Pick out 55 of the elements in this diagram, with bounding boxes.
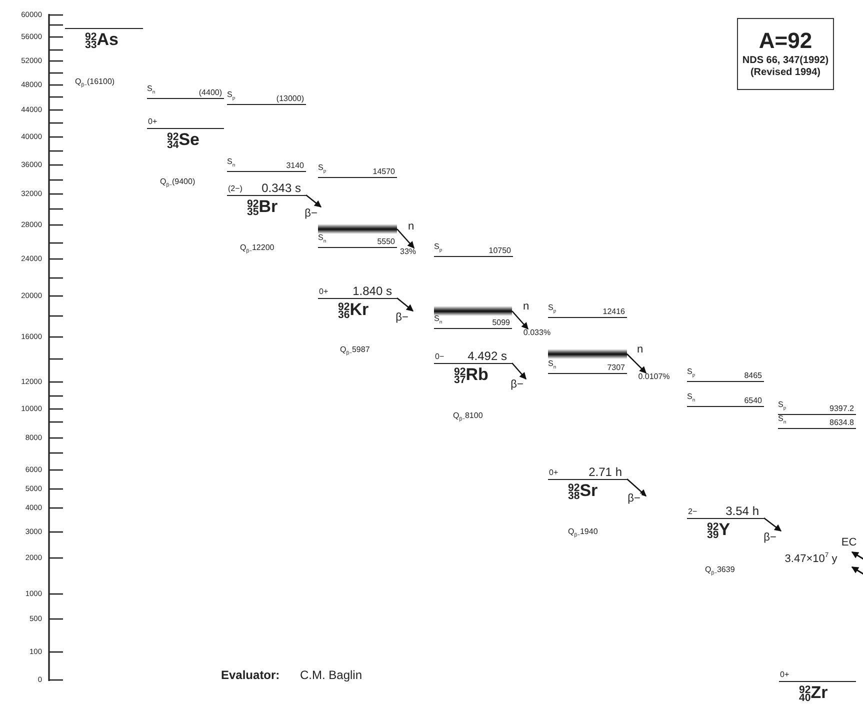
half-life-label: 4.492 s (468, 350, 507, 362)
separation-energy-value: (4400) (198, 89, 222, 97)
decay-arrow (764, 517, 782, 532)
half-life-label: 0.343 s (262, 182, 301, 194)
neutron-emission-band (434, 306, 512, 316)
spin-parity-label: 0− (435, 353, 444, 361)
separation-energy-value: 10750 (488, 247, 511, 255)
separation-energy-value: 14570 (372, 168, 395, 176)
separation-energy-value: 8465 (744, 372, 762, 380)
spin-parity-label: (2−) (228, 185, 242, 193)
separation-energy-value: 5550 (377, 238, 395, 246)
edge-label: n (406, 222, 416, 232)
title-box (737, 18, 834, 90)
evaluator-label: Evaluator: (221, 669, 280, 681)
decay-mode-label: EC (841, 538, 857, 548)
separation-energy-value: (13000) (276, 95, 304, 103)
decay-arrow (396, 228, 414, 249)
branching-ratio-label: 33% (400, 248, 416, 256)
edge-label: β− (762, 532, 778, 544)
decay-arrow (396, 298, 414, 312)
neutron-emission-band (318, 224, 397, 234)
neutron-emission-band (548, 349, 627, 359)
spin-parity-label: 0+ (148, 118, 158, 126)
edge-label: β− (304, 208, 318, 220)
spin-parity-label: 2− (688, 508, 698, 516)
half-life-label: 3.54 h (726, 505, 759, 517)
reference-label: NDS 66, 347(1992) (742, 56, 829, 66)
decay-arrow (306, 194, 322, 208)
reference-label: (Revised 1994) (750, 68, 821, 78)
separation-energy-value: 7307 (607, 364, 625, 372)
half-life-label: 1.840 s (352, 285, 392, 297)
branching-ratio-label: 0.033% (523, 329, 551, 337)
spin-parity-label: 0+ (549, 469, 558, 477)
edge-label: β− (626, 494, 642, 504)
spin-parity-label: 0+ (319, 288, 328, 296)
edge-label: n (636, 344, 644, 356)
edge-label: β− (510, 380, 524, 390)
separation-energy-value: 9397.2 (830, 405, 854, 413)
decay-arrow (626, 354, 646, 374)
decay-arrow (512, 362, 526, 380)
half-life-label: 3.47×10$^{7}$ y (784, 553, 838, 565)
decay-arrow (626, 478, 647, 496)
decay-arrow (512, 310, 528, 330)
separation-energy-value: 3140 (286, 162, 304, 170)
separation-energy-value: 6540 (744, 397, 762, 405)
edge-label: n (522, 302, 530, 312)
separation-energy-value: 5099 (492, 319, 510, 327)
separation-energy-value: 8634.8 (830, 419, 854, 427)
evaluator-name: C.M. Baglin (300, 669, 362, 681)
separation-energy-value: 12416 (602, 308, 625, 316)
edge-label: β− (394, 312, 410, 324)
branching-ratio-label: 0.0107% (638, 373, 670, 381)
spin-parity-label: 0+ (780, 671, 790, 679)
half-life-label: 2.71 h (588, 466, 622, 478)
title-label: A=92 (758, 30, 812, 52)
